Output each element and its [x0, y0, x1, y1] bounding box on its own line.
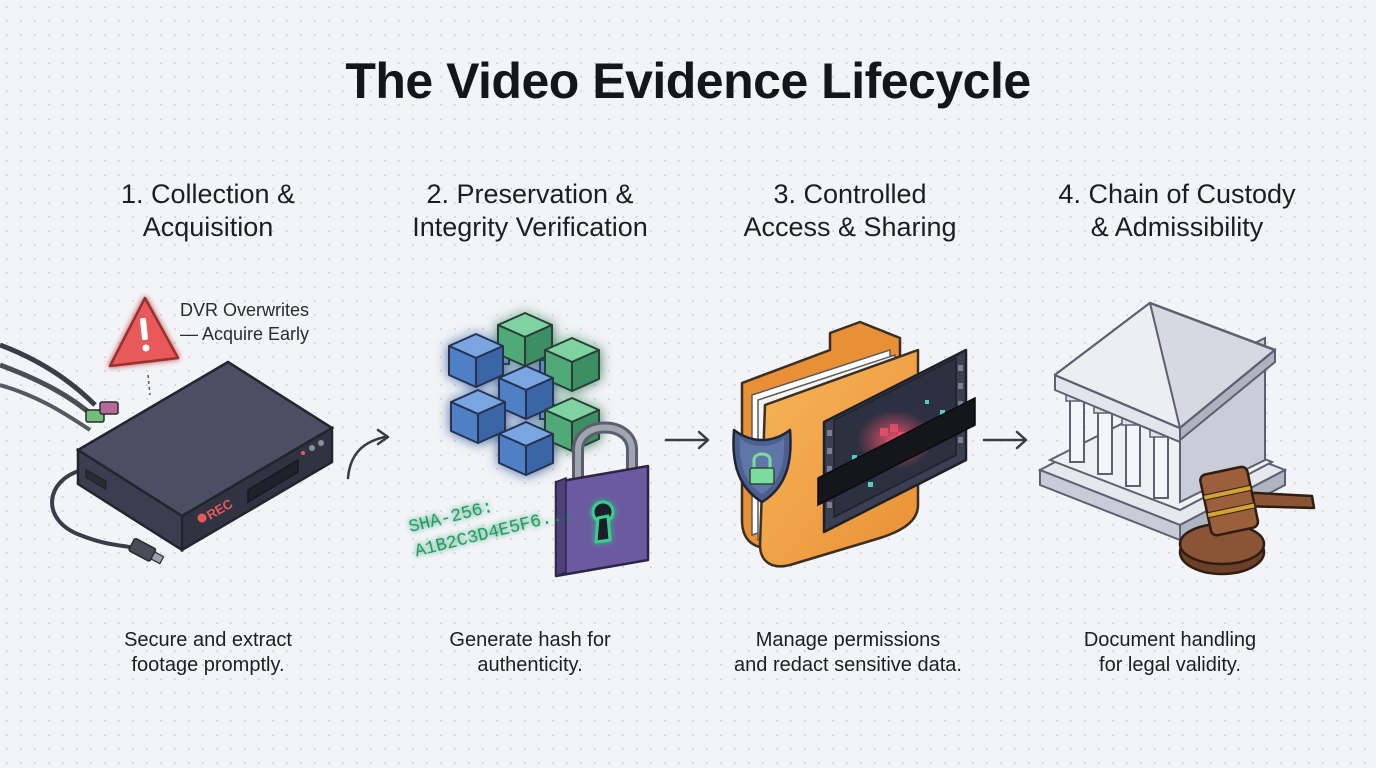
- step-3-heading: 3. Controlled Access & Sharing: [690, 178, 1010, 244]
- warning-triangle-icon: [108, 296, 180, 368]
- folder-redacted-film-icon: [732, 320, 976, 568]
- step-2-desc-line2: authenticity.: [477, 654, 583, 676]
- step-1-description: Secure and extract footage promptly.: [48, 628, 368, 678]
- step-3-desc-line1: Manage permissions: [755, 629, 941, 651]
- step-3-heading-line2: Access & Sharing: [743, 212, 957, 242]
- courthouse-gavel-icon: [1037, 301, 1316, 576]
- arrow-right-icon-2: [982, 430, 1028, 450]
- dvr-recorder-icon: REC: [0, 342, 335, 565]
- blockchain-lock-icon: SHA-256: A1B2C3D4E5F6...: [407, 312, 650, 578]
- step-1-heading-line1: 1. Collection &: [120, 179, 296, 209]
- step-2-heading-line2: Integrity Verification: [412, 212, 648, 242]
- overwrite-warning-text: DVR Overwrites — Acquire Early: [180, 298, 350, 346]
- warning-line1: DVR Overwrites: [180, 300, 310, 320]
- step-1-heading: 1. Collection & Acquisition: [48, 178, 368, 244]
- arrow-right-icon: [664, 430, 710, 450]
- step-1-desc-line2: footage promptly.: [131, 654, 285, 676]
- step-4-desc-line2: for legal validity.: [1099, 654, 1241, 676]
- step-1-heading-line2: Acquisition: [142, 212, 274, 242]
- warning-line2: — Acquire Early: [180, 324, 310, 344]
- step-2-description: Generate hash for authenticity.: [370, 628, 690, 678]
- step-1-desc-line1: Secure and extract: [124, 629, 292, 651]
- step-2-heading-line1: 2. Preservation &: [426, 179, 634, 209]
- step-4-desc-line1: Document handling: [1083, 629, 1257, 651]
- step-3-heading-line1: 3. Controlled: [773, 179, 927, 209]
- step-4-heading-line1: 4. Chain of Custody: [1058, 179, 1296, 209]
- step-3-description: Manage permissions and redact sensitive …: [688, 628, 1008, 678]
- page-title: The Video Evidence Lifecycle: [345, 53, 1031, 109]
- step-4-heading: 4. Chain of Custody & Admissibility: [1017, 178, 1337, 244]
- step-2-desc-line1: Generate hash for: [449, 629, 611, 651]
- curved-arrow-icon: [346, 428, 390, 480]
- step-3-desc-line2: and redact sensitive data.: [734, 654, 962, 676]
- step-4-heading-line2: & Admissibility: [1090, 212, 1264, 242]
- step-2-heading: 2. Preservation & Integrity Verification: [370, 178, 690, 244]
- step-4-description: Document handling for legal validity.: [1010, 628, 1330, 678]
